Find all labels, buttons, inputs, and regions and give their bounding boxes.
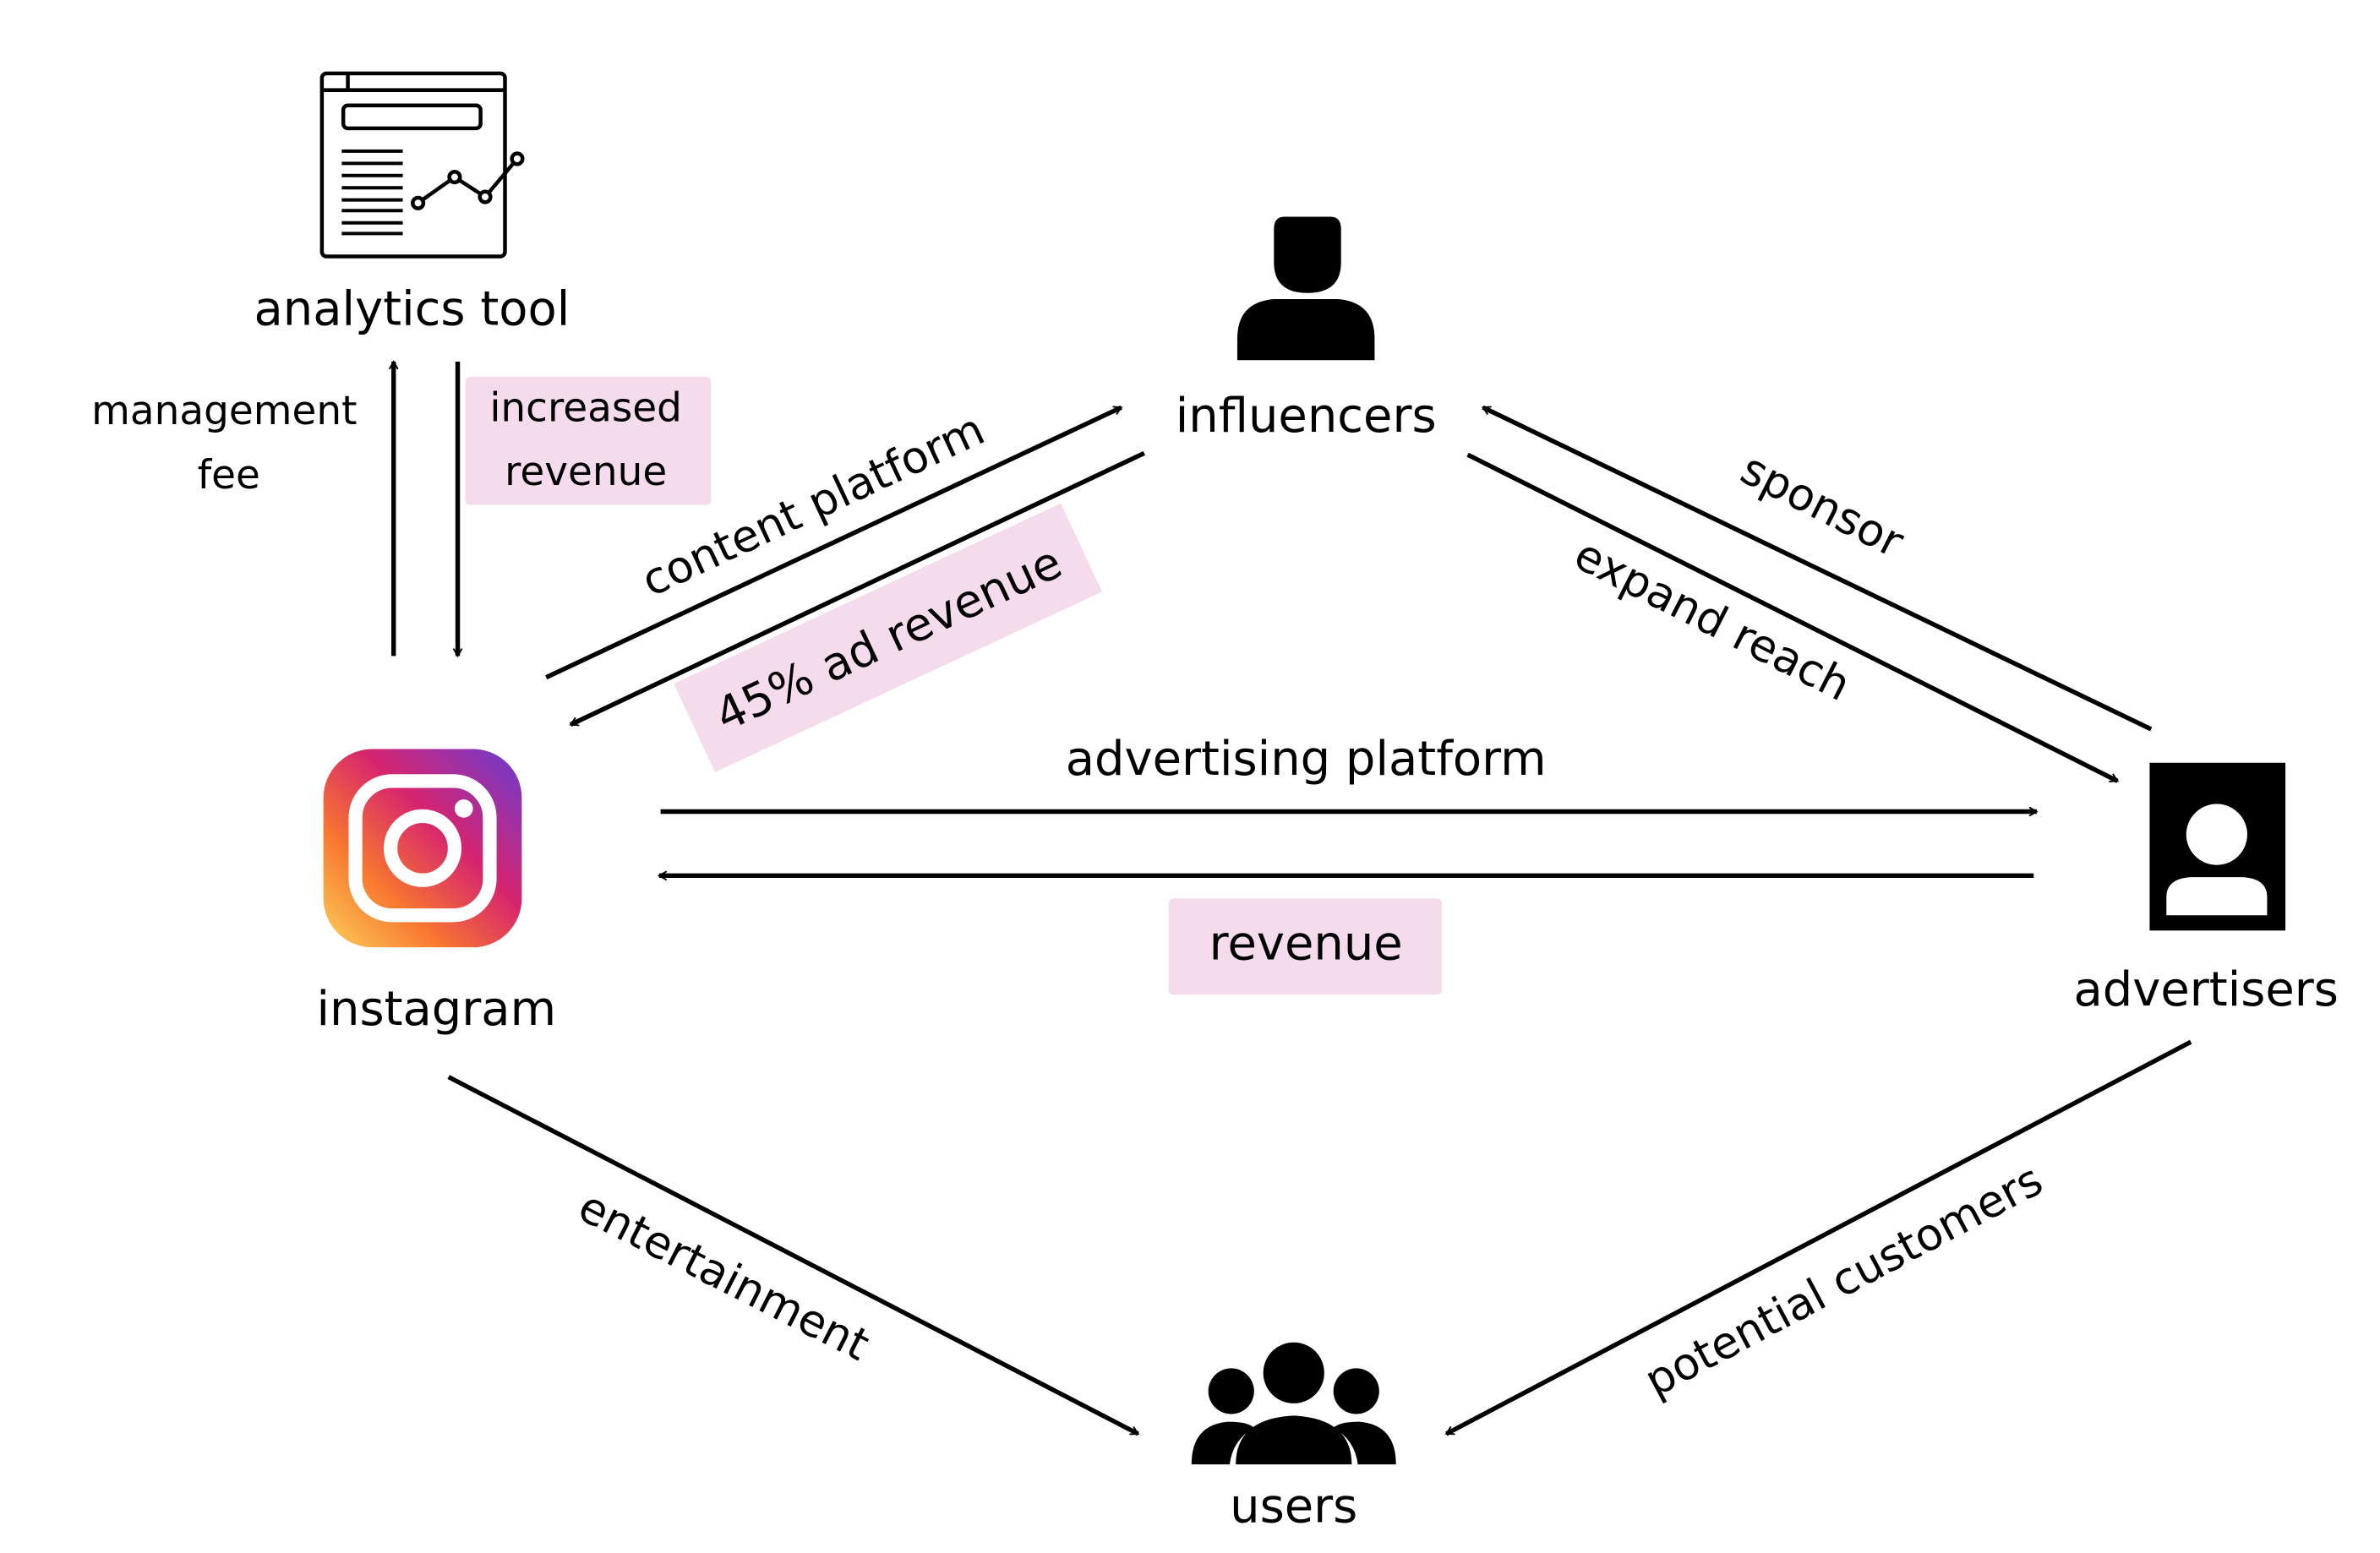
revenue-label: revenue xyxy=(1209,917,1403,972)
ad-revenue-highlight xyxy=(674,503,1103,772)
content-platform-arrow xyxy=(545,405,1123,680)
entertainment-arrow xyxy=(447,1075,1140,1436)
potential-customers-arrow xyxy=(1444,1039,2192,1436)
group-icon xyxy=(1191,1342,1396,1465)
revenue-highlight xyxy=(1168,898,1442,995)
sponsor-arrow xyxy=(1481,405,2153,732)
expand-reach-label: expand reach xyxy=(1566,528,1859,711)
ad-revenue-label: 45% ad revenue xyxy=(707,536,1070,743)
increased-revenue-label-1: increased xyxy=(489,384,682,431)
advertisers-label: advertisers xyxy=(2073,962,2338,1017)
analytics-tool-label: analytics tool xyxy=(254,282,570,337)
users-label: users xyxy=(1230,1479,1357,1534)
analytics-dashboard-icon xyxy=(319,71,525,259)
increased-revenue-label-2: revenue xyxy=(505,449,667,495)
management-fee-label-1: management xyxy=(91,388,357,434)
user-badge-icon xyxy=(2149,762,2286,931)
management-fee-label-2: fee xyxy=(198,452,260,499)
increased-revenue-highlight xyxy=(465,377,712,505)
instagram-label: instagram xyxy=(316,982,556,1037)
sponsor-label: sponsor xyxy=(1733,443,1912,568)
ad-revenue-arrow xyxy=(569,450,1146,727)
advertising-platform-label: advertising platform xyxy=(1066,732,1547,787)
instagram-logo xyxy=(323,749,522,948)
influencers-label: influencers xyxy=(1176,389,1437,444)
expand-reach-arrow xyxy=(1466,452,2120,783)
potential-customers-label: potential customers xyxy=(1636,1154,2050,1407)
person-icon xyxy=(1236,216,1375,361)
